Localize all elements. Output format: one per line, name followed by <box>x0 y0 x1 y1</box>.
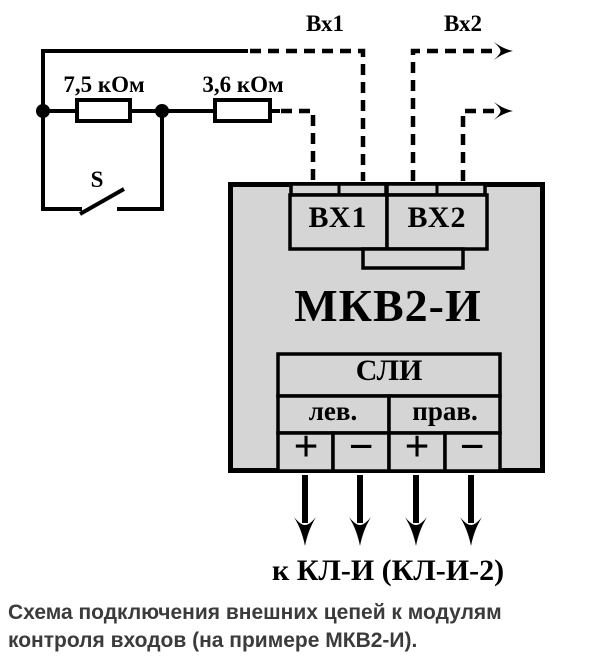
polarity-minus-2: − <box>459 422 485 471</box>
resistor-body-3k6 <box>213 98 272 123</box>
junction-dot-right <box>155 104 169 118</box>
dashed-wire-vx2-out-top <box>410 48 497 181</box>
resistor-body-7k5 <box>75 98 132 123</box>
module-name: МКВ2-И <box>294 280 482 331</box>
caption-line-1: Схема подключения внешних цепей к модуля… <box>8 601 502 624</box>
terminal-label-vx2: ВХ2 <box>407 201 467 234</box>
sli-channel-left-label: лев. <box>308 396 358 426</box>
terminal-block-tab <box>361 247 465 270</box>
junction-dot-left <box>36 104 50 118</box>
polarity-plus-1: + <box>293 422 319 471</box>
switch-blade <box>79 187 125 216</box>
sli-header-cell <box>276 352 502 398</box>
arrowhead-down-2 <box>349 517 371 546</box>
dashed-wire-r2-to-terminal <box>281 108 316 181</box>
sli-terminal-minus1-cell <box>331 431 391 473</box>
figure-caption: Схема подключения внешних цепей к модуля… <box>8 599 603 655</box>
input-label-vx1: Вх1 <box>305 11 345 36</box>
switch-label: S <box>90 167 104 192</box>
polarity-plus-2: + <box>404 422 430 471</box>
arrowhead-down-3 <box>405 517 427 546</box>
resistor-value-7k5: 7,5 кОм <box>63 72 145 97</box>
wire-top-left <box>41 49 248 211</box>
resistor-value-3k6: 3,6 кОм <box>202 72 284 97</box>
terminal-block-vx1 <box>288 193 389 251</box>
arrowhead-right-bottom <box>494 102 513 120</box>
polarity-minus-1: − <box>348 422 374 471</box>
arrowhead-down-1 <box>294 517 316 546</box>
sli-terminal-minus2-cell <box>443 431 502 473</box>
arrowhead-right-top <box>494 42 513 60</box>
sli-channel-right-label: прав. <box>412 396 478 426</box>
sli-terminal-plus2-cell <box>387 431 447 473</box>
sli-channel-right-cell <box>387 394 502 435</box>
sli-terminal-plus1-cell <box>276 431 335 473</box>
caption-line-2: контроля входов (на примере МКВ2-И). <box>8 629 418 652</box>
dashed-wire-vx2-out-bottom <box>460 108 497 181</box>
arrowhead-down-4 <box>460 517 482 546</box>
wire-switch-right <box>117 111 164 211</box>
terminal-label-vx1: ВХ1 <box>308 201 368 234</box>
dashed-wire-vx1-in <box>250 48 366 181</box>
sli-title: СЛИ <box>355 354 423 387</box>
bottom-connection-label: к КЛ-И (КЛ-И-2) <box>271 554 505 587</box>
input-label-vx2: Вх2 <box>443 11 483 36</box>
